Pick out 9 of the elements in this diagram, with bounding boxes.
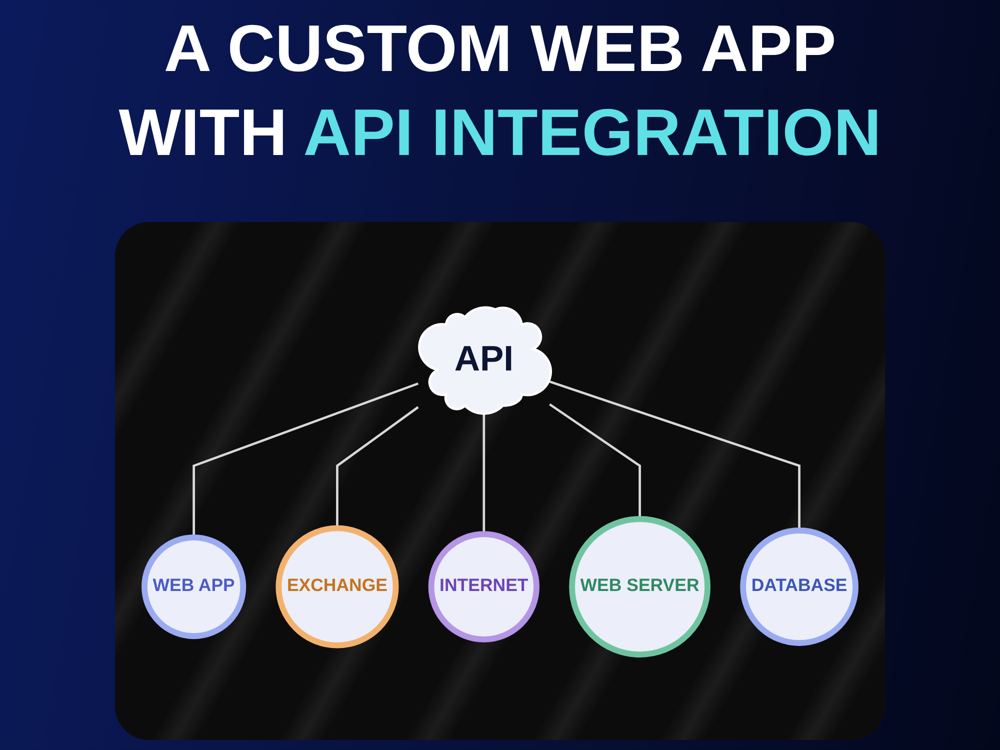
circle-node: EXCHANGE xyxy=(276,525,399,648)
circle-node: DATABASE xyxy=(740,528,858,646)
connector-line xyxy=(549,403,641,519)
title: A CUSTOM WEB APP WITH API INTEGRATION xyxy=(118,10,882,171)
cloud-node: API xyxy=(418,306,552,415)
connector-line xyxy=(192,382,419,538)
circle-node: WEB APP xyxy=(142,534,246,640)
circle-node: INTERNET xyxy=(428,531,540,642)
circle-node: WEB SERVER xyxy=(569,516,710,658)
